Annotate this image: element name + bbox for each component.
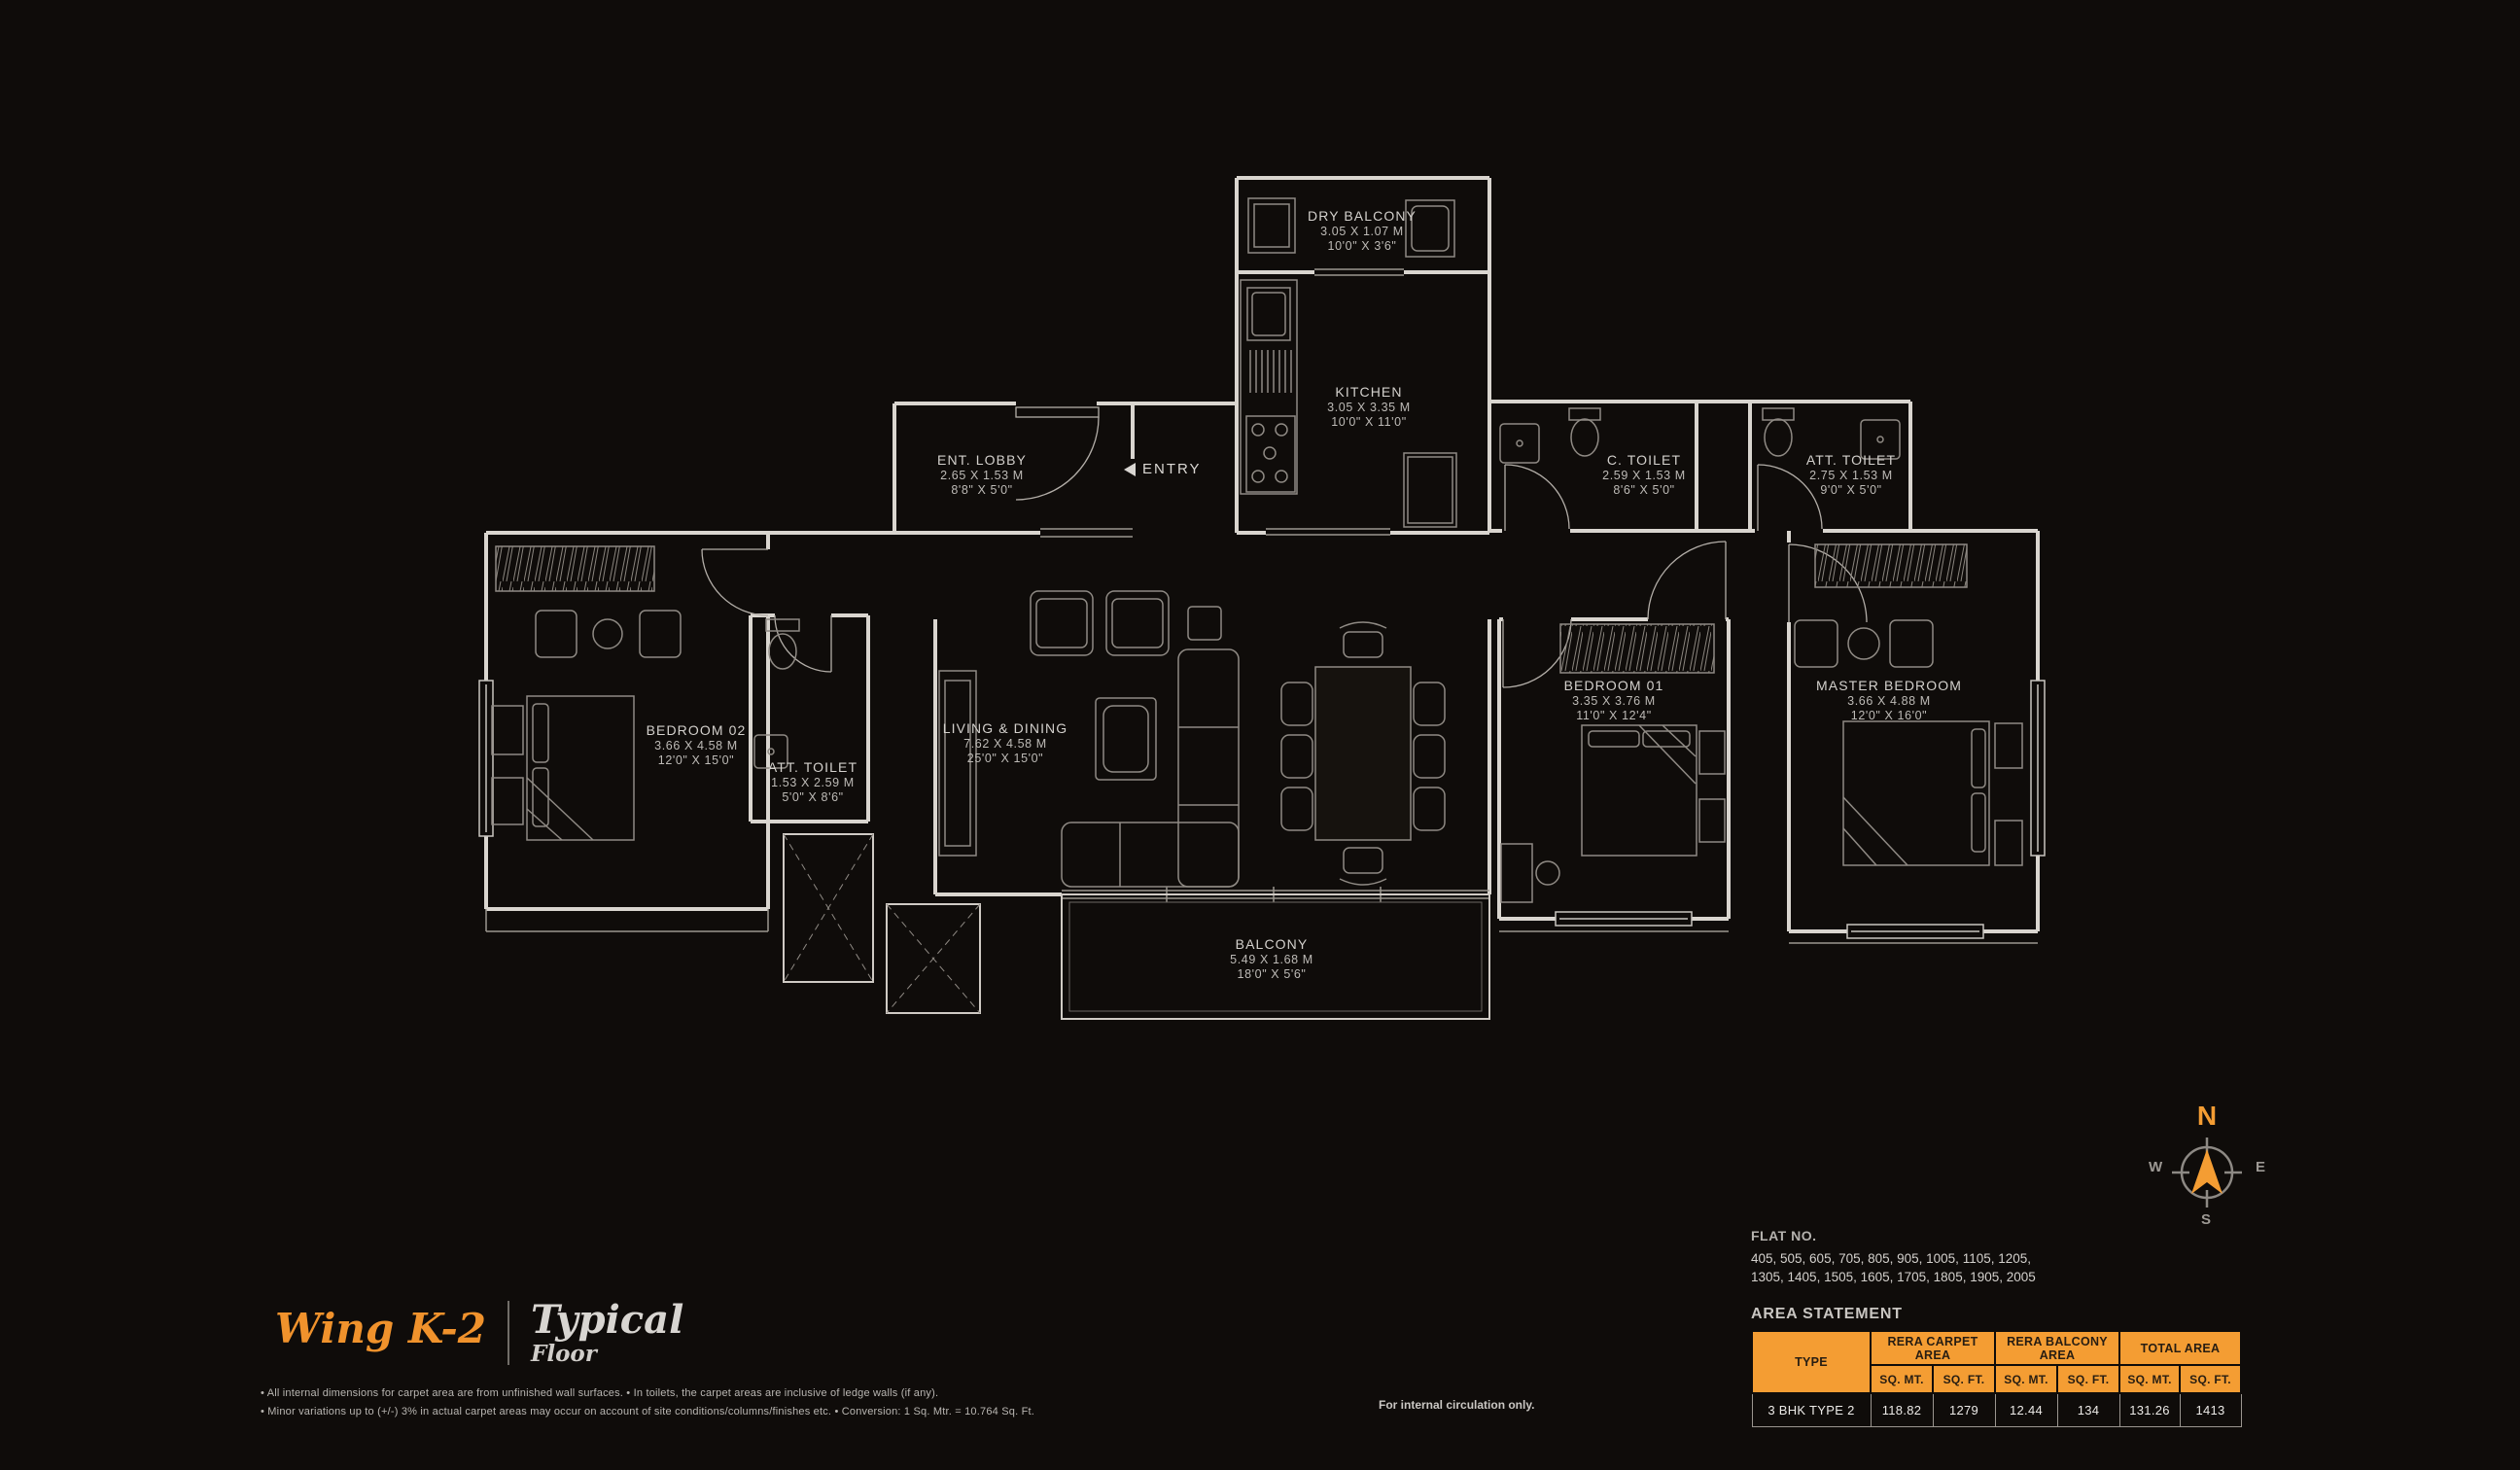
room-label-bedroom-02: BEDROOM 02 3.66 X 4.58 M 12'0" X 15'0" xyxy=(646,722,747,767)
compass-south-label: S xyxy=(2201,1211,2212,1228)
table-row: 3 BHK TYPE 2 118.82 1279 12.44 134 131.2… xyxy=(1751,1392,2242,1427)
bed-icon xyxy=(1581,724,1698,857)
room-label-att-toilet-master: ATT. TOILET 2.75 X 1.53 M 9'0" X 5'0" xyxy=(1805,452,1897,497)
compass-east-label: E xyxy=(2255,1159,2265,1175)
title-block: Wing K-2 Typical Floor xyxy=(275,1301,683,1365)
cell-carpet-sqft: 1279 xyxy=(1932,1392,1996,1427)
bed-icon xyxy=(1842,720,1990,866)
cell-carpet-sqmt: 118.82 xyxy=(1870,1392,1934,1427)
side-table-icon xyxy=(1994,820,2023,866)
wing-title: Wing K-2 xyxy=(275,1305,487,1352)
main-door-arc-icon xyxy=(1015,416,1100,501)
flat-no-heading: FLAT NO. xyxy=(1751,1228,1817,1243)
armchair-icon xyxy=(1105,590,1170,656)
flat-no-line-2: 1305, 1405, 1505, 1605, 1705, 1805, 1905… xyxy=(1751,1270,2036,1284)
compass-icon: N W E S xyxy=(2149,1101,2265,1229)
col-header-type: TYPE xyxy=(1751,1330,1872,1394)
chair-icon xyxy=(535,610,578,658)
coffee-table-icon xyxy=(1095,697,1157,781)
side-table-icon xyxy=(1698,730,1726,775)
room-label-c-toilet: C. TOILET 2.59 X 1.53 M 8'6" X 5'0" xyxy=(1602,452,1686,497)
unit-header: SQ. MT. xyxy=(1870,1364,1934,1394)
room-label-balcony: BALCONY 5.49 X 1.68 M 18'0" X 5'6" xyxy=(1230,936,1313,981)
compass-rose xyxy=(2172,1138,2242,1208)
window-icons xyxy=(478,680,2046,939)
side-table-icon xyxy=(491,777,524,825)
cell-balcony-sqmt: 12.44 xyxy=(1994,1392,2058,1427)
sofa-icon xyxy=(1061,648,1240,888)
chair-icon xyxy=(639,610,682,658)
utility-sink-icon xyxy=(1405,199,1455,258)
room-label-bedroom-01: BEDROOM 01 3.35 X 3.76 M 11'0" X 12'4" xyxy=(1563,678,1664,722)
main-door-leaf-icon xyxy=(1015,406,1100,418)
wardrobe-icons xyxy=(495,543,1968,674)
wc-icon xyxy=(1762,407,1795,457)
cell-total-sqft: 1413 xyxy=(2179,1392,2242,1427)
kitchen-counter-icon xyxy=(1240,279,1298,495)
cell-type: 3 BHK TYPE 2 xyxy=(1751,1392,1872,1427)
washbasin-icon xyxy=(1860,419,1901,460)
dining-table-icon xyxy=(1314,666,1412,841)
bed-icon xyxy=(526,695,635,841)
disclaimer-line-1: • All internal dimensions for carpet are… xyxy=(261,1387,939,1399)
area-statement-title: AREA STATEMENT xyxy=(1751,1306,1903,1322)
floor-type-title: Typical xyxy=(531,1297,684,1343)
room-label-dry-balcony: DRY BALCONY 3.05 X 1.07 M 10'0" X 3'6" xyxy=(1308,208,1417,253)
desk-icon xyxy=(1500,843,1560,903)
floor-word: Floor xyxy=(531,1341,597,1367)
compass-west-label: W xyxy=(2149,1159,2163,1175)
tv-unit-icon xyxy=(938,670,977,857)
wc-icon xyxy=(1568,407,1601,457)
unit-header: SQ. MT. xyxy=(2118,1364,2182,1394)
dining-chair-icon xyxy=(1280,621,1446,886)
room-label-kitchen: KITCHEN 3.05 X 3.35 M 10'0" X 11'0" xyxy=(1327,384,1411,429)
flat-no-line-1: 405, 505, 605, 705, 805, 905, 1005, 1105… xyxy=(1751,1251,2032,1266)
room-label-master-bedroom: MASTER BEDROOM 3.66 X 4.88 M 12'0" X 16'… xyxy=(1816,678,1962,722)
disclaimer-line-2: • Minor variations up to (+/-) 3% in act… xyxy=(261,1406,1035,1418)
title-divider xyxy=(508,1301,510,1365)
stool-icon xyxy=(1187,606,1222,641)
balcony-railing xyxy=(1061,893,1490,1020)
furniture xyxy=(491,197,2023,903)
side-table-icon xyxy=(491,705,524,755)
col-header-rera-carpet: RERA CARPET AREA xyxy=(1869,1330,1997,1366)
unit-header: SQ. FT. xyxy=(1931,1364,1997,1394)
area-statement-table: TYPE RERA CARPET AREA RERA BALCONY AREA … xyxy=(1751,1330,2243,1427)
washbasin-icon xyxy=(753,734,788,769)
duct-shaft-icons xyxy=(783,833,981,1014)
armchair-icon xyxy=(1030,590,1094,656)
room-label-att-toilet-bedroom02: ATT. TOILET 1.53 X 2.59 M 5'0" X 8'6" xyxy=(767,759,858,804)
compass-north-label: N xyxy=(2196,1101,2218,1131)
wc-icon xyxy=(765,618,800,670)
cell-total-sqmt: 131.26 xyxy=(2118,1392,2181,1427)
flat-no-block: FLAT NO. 405, 505, 605, 705, 805, 905, 1… xyxy=(1751,1228,2036,1286)
col-header-total-area: TOTAL AREA xyxy=(2118,1330,2243,1366)
side-table-icon xyxy=(1698,798,1726,843)
walls xyxy=(484,176,2040,933)
washbasin-icon xyxy=(1499,423,1540,464)
washing-machine-icon xyxy=(1247,197,1296,254)
entry-label: ENTRY xyxy=(1142,461,1202,477)
chair-icon xyxy=(1794,619,1838,668)
unit-header: SQ. FT. xyxy=(2056,1364,2121,1394)
entry-marker: ENTRY xyxy=(1124,461,1202,477)
internal-circulation-note: For internal circulation only. xyxy=(1379,1398,1535,1412)
room-label-living-dining: LIVING & DINING 7.62 X 4.58 M 25'0" X 15… xyxy=(942,720,1068,765)
disclaimer-notes: • All internal dimensions for carpet are… xyxy=(261,1384,1034,1421)
floor-plan-drawing xyxy=(478,176,2046,1020)
hob-icon xyxy=(1245,415,1296,493)
entry-arrow-icon xyxy=(1124,462,1136,476)
round-table-icon xyxy=(1847,627,1880,660)
unit-header: SQ. MT. xyxy=(1994,1364,2059,1394)
chair-icon xyxy=(1889,619,1934,668)
area-statement-block: AREA STATEMENT TYPE RERA CARPET AREA RER… xyxy=(1751,1306,2243,1427)
side-table-icon xyxy=(1994,722,2023,769)
col-header-rera-balcony: RERA BALCONY AREA xyxy=(1994,1330,2121,1366)
cell-balcony-sqft: 134 xyxy=(2056,1392,2120,1427)
unit-header: SQ. FT. xyxy=(2179,1364,2243,1394)
round-table-icon xyxy=(592,618,623,649)
room-label-ent-lobby: ENT. LOBBY 2.65 X 1.53 M 8'8" X 5'0" xyxy=(937,452,1027,497)
fridge-icon xyxy=(1403,452,1457,528)
